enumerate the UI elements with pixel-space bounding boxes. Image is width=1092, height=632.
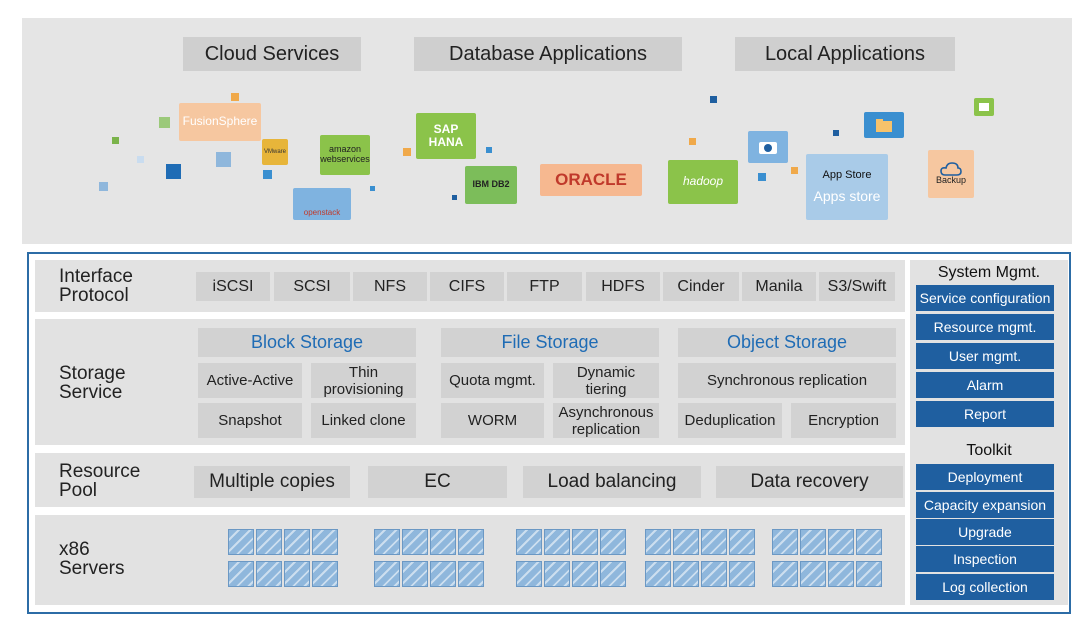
decor-square xyxy=(833,130,839,136)
app-store-label: App Store xyxy=(822,169,872,182)
pool-multiple-copies: Multiple copies xyxy=(194,466,350,498)
sap-hana-logo: SAP HANA xyxy=(416,113,476,159)
feature-synchronous-replication: Synchronous replication xyxy=(678,363,896,398)
capacity-expansion-button[interactable]: Capacity expansion xyxy=(916,492,1054,518)
file-storage-title: File Storage xyxy=(441,328,659,357)
toolkit-title: Toolkit xyxy=(966,442,1012,459)
decor-square xyxy=(710,96,717,103)
vmware-logo: VMware xyxy=(262,139,288,165)
object-storage-title: Object Storage xyxy=(678,328,896,357)
decor-square xyxy=(403,148,411,156)
block-storage-title: Block Storage xyxy=(198,328,416,357)
pool-data-recovery: Data recovery xyxy=(716,466,903,498)
decor-square xyxy=(758,173,766,181)
inspection-button[interactable]: Inspection xyxy=(916,546,1054,572)
resource-mgmt-button[interactable]: Resource mgmt. xyxy=(916,314,1054,340)
feature-snapshot: Snapshot xyxy=(198,403,302,438)
decor-square xyxy=(486,147,492,153)
app-store-tile: App Store Apps store xyxy=(806,154,888,220)
category-cloud-services: Cloud Services xyxy=(183,37,361,71)
storage-service-title: Storage Service xyxy=(59,363,126,403)
pool-ec: EC xyxy=(368,466,507,498)
server-rack xyxy=(645,529,755,593)
feature-dynamic-tiering: Dynamic tiering xyxy=(553,363,659,398)
folder-icon xyxy=(864,112,904,138)
decor-square xyxy=(216,152,231,167)
decor-square xyxy=(452,195,457,200)
cloud-icon xyxy=(940,162,962,176)
decor-square xyxy=(791,167,798,174)
amazon-logo: amazon webservices xyxy=(320,135,370,175)
feature-worm: WORM xyxy=(441,403,544,438)
feature-active-active: Active-Active xyxy=(198,363,302,398)
protocol-s3-swift: S3/Swift xyxy=(819,272,895,301)
x86-servers-title: x86 Servers xyxy=(59,539,125,579)
protocol-hdfs: HDFS xyxy=(586,272,660,301)
decor-square xyxy=(159,117,170,128)
storage-app-icon xyxy=(974,98,994,116)
service-configuration-button[interactable]: Service configuration xyxy=(916,285,1054,311)
protocol-ftp: FTP xyxy=(507,272,582,301)
report-button[interactable]: Report xyxy=(916,401,1054,427)
resource-pool-title: Resource Pool xyxy=(59,461,141,501)
fusionsphere-logo: FusionSphere xyxy=(179,103,261,141)
server-rack xyxy=(516,529,626,593)
feature-deduplication: Deduplication xyxy=(678,403,782,438)
oracle-logo: ORACLE xyxy=(540,164,642,196)
feature-encryption: Encryption xyxy=(791,403,896,438)
deployment-button[interactable]: Deployment xyxy=(916,464,1054,490)
camera-icon xyxy=(748,131,788,163)
server-rack xyxy=(374,529,484,593)
openstack-logo: openstack xyxy=(293,188,351,220)
feature-asynchronous-replication: Asynchronous replication xyxy=(553,403,659,438)
protocol-manila: Manila xyxy=(742,272,816,301)
system-mgmt-title: System Mgmt. xyxy=(937,264,1041,281)
feature-thin-provisioning: Thin provisioning xyxy=(311,363,416,398)
protocol-iscsi: iSCSI xyxy=(196,272,270,301)
decor-square xyxy=(370,186,375,191)
decor-square xyxy=(231,93,239,101)
log-collection-button[interactable]: Log collection xyxy=(916,574,1054,600)
server-rack xyxy=(228,529,338,593)
decor-square xyxy=(263,170,272,179)
backup-tile: Backup xyxy=(928,150,974,198)
decor-square xyxy=(166,164,181,179)
decor-square xyxy=(99,182,108,191)
server-rack xyxy=(772,529,882,593)
feature-linked-clone: Linked clone xyxy=(311,403,416,438)
interface-protocol-title: Interface Protocol xyxy=(59,266,133,306)
user-mgmt-button[interactable]: User mgmt. xyxy=(916,343,1054,369)
alarm-button[interactable]: Alarm xyxy=(916,372,1054,398)
pool-load-balancing: Load balancing xyxy=(523,466,701,498)
protocol-cinder: Cinder xyxy=(663,272,739,301)
decor-square xyxy=(689,138,696,145)
apps-store-label: Apps store xyxy=(813,188,881,205)
protocol-scsi: SCSI xyxy=(274,272,350,301)
decor-square xyxy=(112,137,119,144)
protocol-cifs: CIFS xyxy=(430,272,504,301)
upgrade-button[interactable]: Upgrade xyxy=(916,519,1054,545)
protocol-nfs: NFS xyxy=(353,272,427,301)
feature-quota-mgmt: Quota mgmt. xyxy=(441,363,544,398)
backup-label: Backup xyxy=(935,175,967,186)
hadoop-logo: hadoop xyxy=(668,160,738,204)
ibm-db2-logo: IBM DB2 xyxy=(465,166,517,204)
category-database-applications: Database Applications xyxy=(414,37,682,71)
category-local-applications: Local Applications xyxy=(735,37,955,71)
decor-square xyxy=(137,156,144,163)
